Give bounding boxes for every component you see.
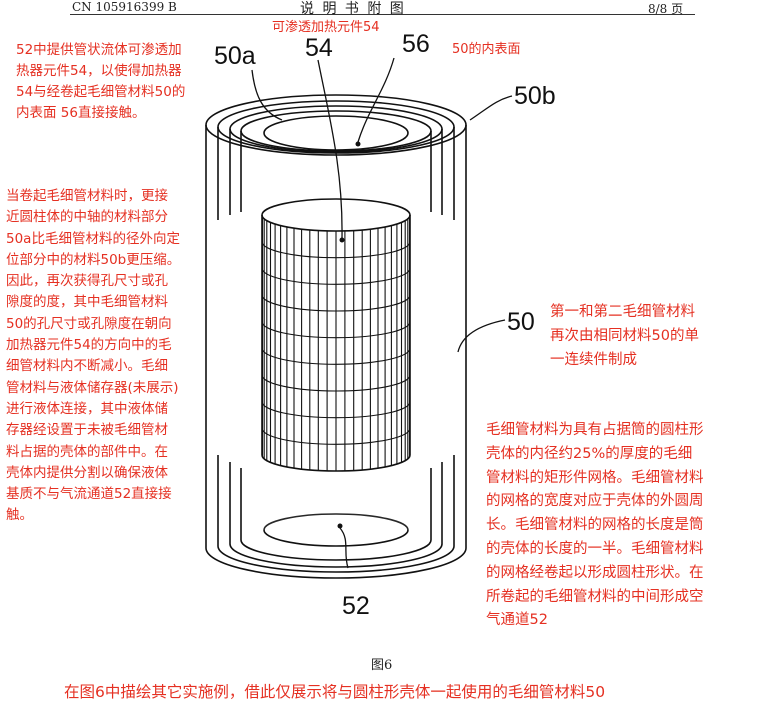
annotation-line: 隙度的度，其中毛细管材料 [6, 294, 168, 311]
annotation-line: 52中提供管状流体可渗透加 [16, 42, 182, 58]
annotation-line: 近圆柱体的中轴的材料部分 [6, 209, 168, 226]
annotation-line: 内表面 56直接接触。 [16, 105, 146, 121]
top-left-annotation: 52中提供管状流体可渗透加 热器元件54，以使得加热器 54与经卷起毛细管材料5… [16, 40, 185, 124]
mesh-ring [261, 294, 411, 312]
annotation-line: 再次由相同材料50的单 [550, 328, 699, 344]
inner-bottom-rim [263, 529, 409, 547]
figure-caption: 图6 [371, 658, 393, 673]
annotation-line: 因此，再次获得孔尺寸或孔 [6, 273, 168, 290]
page-header: CN 105916399 B 说 明 书 附 图 8/8 页 [0, 0, 770, 17]
left-annotation-block: 当卷起毛细管材料时，更接 近圆柱体的中轴的材料部分 50a比毛细管材料的径外向定… [6, 186, 180, 527]
mesh-ring [261, 428, 411, 445]
annotation-line: 气通道52 [486, 612, 548, 629]
annotation-line: 50a比毛细管材料的径外向定 [6, 230, 180, 247]
mesh-ring [261, 374, 411, 392]
leader-50b [469, 95, 513, 121]
annotation-line: 位部分中的材料50b更压缩。 [6, 251, 181, 268]
mesh-ring [261, 401, 411, 419]
inner-surface-annotation: 50的内表面 [452, 42, 521, 57]
label-54: 54 [305, 34, 333, 62]
outer-bottom-rim [205, 547, 467, 579]
annotation-line: 的壳体的长度的一半。毛细管材料 [486, 540, 704, 557]
annotation-line: 所卷起的毛细管材料的中间形成空 [486, 588, 704, 605]
right-top-annotation: 第一和第二毛细管材料 再次由相同材料50的单 一连续件制成 [550, 300, 699, 372]
section-title: 说 明 书 附 图 [300, 1, 406, 17]
annotation-line: 壳体的内径约25%的厚度的毛细 [486, 445, 693, 462]
leader-50a [251, 69, 283, 121]
right-bottom-annotation: 毛细管材料为具有占据筒的圆柱形 壳体的内径约25%的厚度的毛细 管材料的矩形件网… [486, 419, 704, 633]
annotation-line: 加热器元件54的方向中的毛 [6, 337, 172, 354]
dot-56 [355, 141, 361, 147]
annotation-line: 管材料的矩形件网格。毛细管材料 [486, 469, 704, 486]
label-50: 50 [507, 308, 535, 336]
label-50a: 50a [214, 42, 256, 70]
annotation-line: 长。毛细管材料的网格的长度是筒 [486, 517, 704, 534]
annotation-line: 管材料与液体储存器(未展示) [6, 379, 179, 396]
annotation-line: 54与经卷起毛细管材料50的 [16, 84, 186, 100]
label-50b: 50b [514, 82, 556, 110]
leader-50 [457, 319, 506, 353]
mesh-ring [261, 348, 411, 365]
annotation-line: 细管材料内不断减小。毛细 [6, 358, 168, 375]
ring-top-4 [240, 110, 432, 152]
leader-52 [339, 527, 349, 569]
annotation-line: 毛细管材料为具有占据筒的圆柱形 [486, 422, 704, 438]
dot-52 [337, 523, 343, 529]
annotation-line: 壳体内提供分割以确保液体 [6, 464, 168, 481]
mesh-ring [261, 268, 411, 285]
heater-mesh-54 [261, 198, 411, 472]
label-56: 56 [402, 30, 430, 58]
page-number: 8/8 页 [648, 2, 684, 16]
header-rule [70, 14, 695, 15]
annotation-line: 热器元件54，以使得加热器 [16, 63, 182, 79]
annotation-line: 50的孔尺寸或孔隙度在朝向 [6, 315, 172, 332]
mesh-ring [261, 241, 411, 259]
heater-annotation: 可渗透加热元件54 [272, 20, 380, 35]
ring-top-3 [229, 105, 443, 153]
annotation-line: 一连续件制成 [550, 352, 637, 368]
leader-56 [357, 57, 395, 143]
ring-top-2 [217, 100, 455, 154]
annotation-line: 存器经设置于未被毛细管材 [6, 422, 168, 439]
annotation-line: 基质不与气流通道52直接接 [6, 486, 172, 503]
annotation-line: 进行液体连接，其中液体储 [6, 400, 168, 417]
patent-number: CN 105916399 B [72, 0, 177, 14]
leader-54 [317, 59, 343, 239]
bottom-annotation: 在图6中描绘其它实施例，借此仅展示将与圆柱形壳体一起使用的毛细管材料50 [64, 683, 606, 701]
inner-top-rim [263, 115, 409, 151]
annotation-line: 的网格经卷起以形成圆柱形状。在 [486, 564, 704, 581]
annotation-line: 触。 [6, 507, 33, 524]
annotation-line: 第一和第二毛细管材料 [550, 304, 695, 320]
annotation-line: 的网格的宽度对应于壳体的外圆周 [486, 493, 704, 510]
annotation-line: 料占据的壳体的部件中。在 [6, 443, 168, 460]
annotation-line: 当卷起毛细管材料时，更接 [6, 188, 168, 204]
mesh-ring [261, 321, 411, 339]
dot-54 [339, 237, 345, 243]
label-52: 52 [342, 592, 370, 620]
